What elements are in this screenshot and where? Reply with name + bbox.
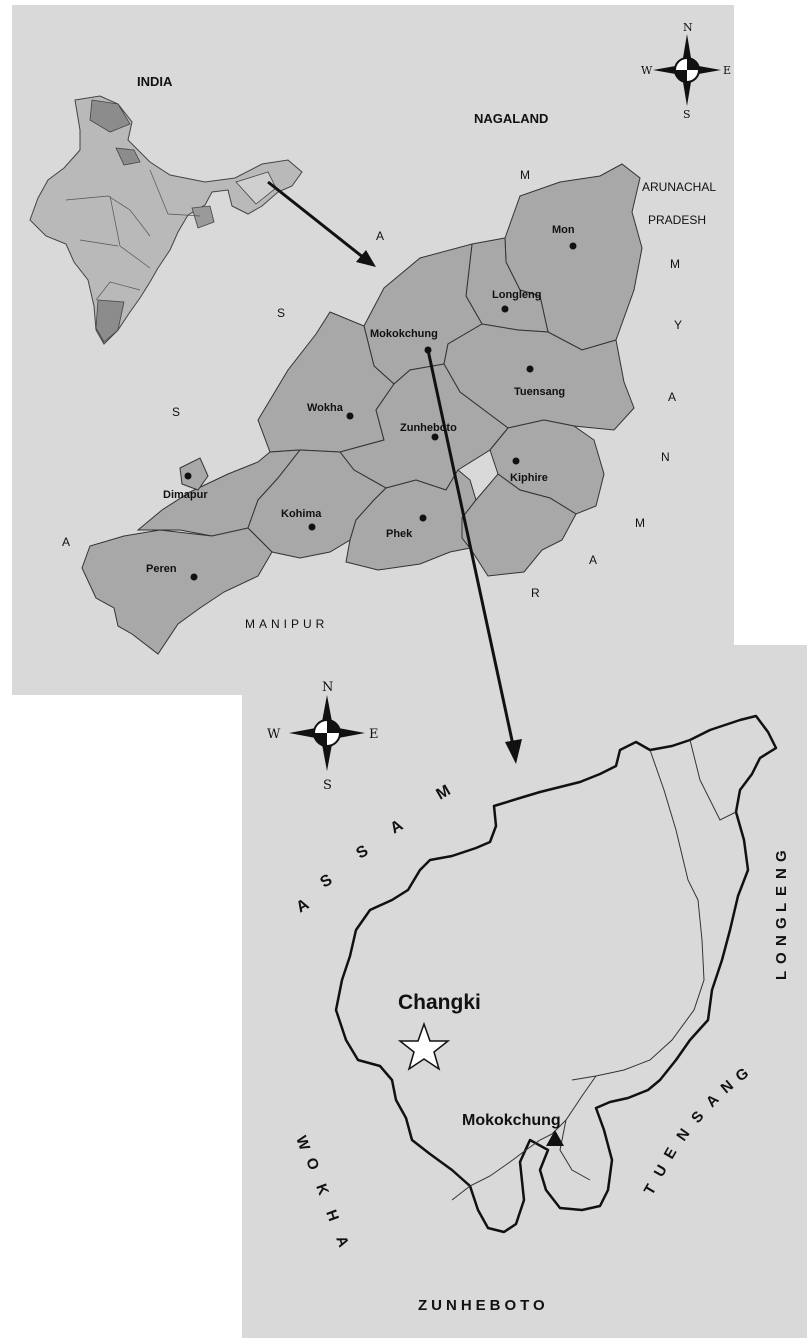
dot-phek <box>419 514 427 522</box>
svg-text:N: N <box>773 935 790 946</box>
label-phek: Phek <box>386 528 413 540</box>
district-peren <box>81 527 273 655</box>
dot-tuensang <box>526 365 534 373</box>
compass-w: W <box>267 727 281 742</box>
district-dimapur-pocket <box>179 457 209 491</box>
myanmar-letter: A <box>668 390 676 404</box>
myanmar-letter: N <box>661 450 670 464</box>
svg-text:W: W <box>292 1134 313 1154</box>
district-southeast <box>461 473 577 577</box>
mokokchung-district-map <box>334 714 778 1234</box>
site-label: Changki <box>398 991 481 1014</box>
label-mokokchung: Mokokchung <box>370 328 438 340</box>
label-kohima: Kohima <box>281 508 322 520</box>
svg-text:L: L <box>773 903 790 912</box>
india-map <box>29 95 303 345</box>
nagaland-map <box>81 163 643 655</box>
label-zunheboto: Zunheboto <box>400 422 457 434</box>
compass-rose-icon: N S E W <box>267 680 379 793</box>
assam-letter: A <box>62 535 70 549</box>
arunachal-label-2: PRADESH <box>648 213 706 227</box>
svg-text:O: O <box>773 952 790 964</box>
assam-letter: S <box>172 405 180 419</box>
label-mon: Mon <box>552 224 575 236</box>
state-label: NAGALAND <box>474 111 548 126</box>
compass-n: N <box>683 21 693 34</box>
myanmar-letter: M <box>670 257 680 271</box>
myanmar-letter: Y <box>674 318 682 332</box>
compass-e: E <box>369 727 379 742</box>
svg-text:L: L <box>773 971 790 980</box>
zunheboto-label: ZUNHEBOTO <box>418 1297 549 1314</box>
label-dimapur: Dimapur <box>163 489 208 501</box>
myanmar-letter: R <box>531 586 540 600</box>
label-tuensang: Tuensang <box>514 386 565 398</box>
dot-dimapur <box>184 472 192 480</box>
country-label: INDIA <box>137 74 173 89</box>
dot-peren <box>190 573 198 581</box>
myanmar-letter: A <box>589 553 597 567</box>
dot-kohima <box>308 523 316 531</box>
town-label: Mokokchung <box>462 1112 561 1129</box>
arunachal-label-1: ARUNACHAL <box>642 180 716 194</box>
label-longleng: Longleng <box>492 289 542 301</box>
svg-text:G: G <box>773 917 790 929</box>
mokokchung-town: Mokokchung <box>462 1112 564 1146</box>
assam-letter: A <box>376 229 384 243</box>
triangle-icon <box>546 1130 564 1146</box>
dot-longleng <box>501 305 509 313</box>
longleng-letters: L O N G L E N G <box>773 850 790 980</box>
district-kohima <box>247 449 387 559</box>
dot-wokha <box>346 412 354 420</box>
myanmar-letter: M <box>635 516 645 530</box>
arrow-india-nagaland <box>267 180 376 267</box>
changki-site: Changki <box>397 991 481 1071</box>
compass-e: E <box>723 64 731 77</box>
assam-letters-top: A S S A <box>62 229 384 549</box>
label-kiphire: Kiphire <box>510 472 548 484</box>
compass-s: S <box>683 108 691 121</box>
myanmar-letters: M M Y A N M A R <box>520 168 682 600</box>
dot-mon <box>569 242 577 250</box>
compass-w: W <box>641 64 653 77</box>
district-kiphire <box>489 419 605 515</box>
svg-text:G: G <box>773 850 790 862</box>
assam-letter: S <box>277 306 285 320</box>
star-icon <box>397 1021 451 1071</box>
dot-zunheboto <box>431 433 439 441</box>
compass-rose-icon: N S E W <box>641 21 731 121</box>
label-wokha: Wokha <box>307 402 344 414</box>
district-dots <box>184 242 577 581</box>
arrow-mokokchung-detail <box>426 349 522 764</box>
myanmar-letter-top: M <box>520 168 530 182</box>
label-peren: Peren <box>146 563 177 575</box>
svg-text:E: E <box>773 886 790 896</box>
compass-n: N <box>322 680 333 695</box>
dot-kiphire <box>512 457 520 465</box>
svg-text:N: N <box>773 868 790 879</box>
compass-s: S <box>323 778 332 793</box>
manipur-label: MANIPUR <box>245 617 328 631</box>
